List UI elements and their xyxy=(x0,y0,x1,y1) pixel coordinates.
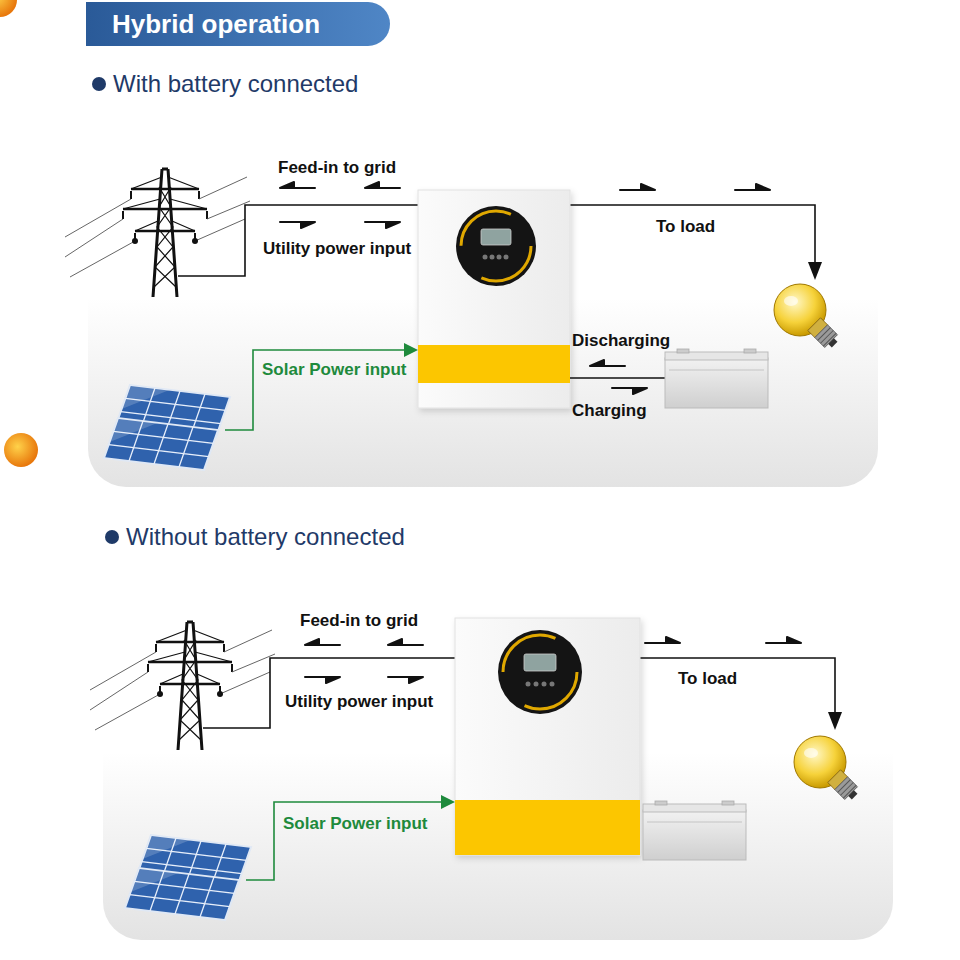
scene-without-battery xyxy=(4,433,861,920)
flow-arrow xyxy=(280,222,315,228)
arrowhead xyxy=(828,712,842,730)
bullet xyxy=(92,77,106,91)
flow-label: Utility power input xyxy=(263,239,411,259)
inverter xyxy=(455,618,640,855)
flow-arrow xyxy=(280,182,315,188)
light-bulb xyxy=(774,284,841,351)
flow-arrow xyxy=(365,182,400,188)
load-wire xyxy=(570,205,815,266)
grid-pylon xyxy=(65,169,250,297)
scene-with-battery xyxy=(0,0,841,470)
arrowhead xyxy=(808,262,822,280)
section-heading: Without battery connected xyxy=(126,523,405,551)
flow-arrow xyxy=(612,388,647,394)
flow-label: To load xyxy=(656,217,715,237)
solar-wire xyxy=(246,802,443,880)
flow-label: Discharging xyxy=(572,331,670,351)
flow-label: Solar Power input xyxy=(283,814,428,834)
flow-arrow xyxy=(766,637,801,643)
flow-arrow xyxy=(735,184,770,190)
flow-label: Charging xyxy=(572,401,647,421)
flow-arrow xyxy=(305,639,340,645)
flow-arrow xyxy=(620,184,655,190)
grid-wire xyxy=(203,658,455,728)
bullet xyxy=(105,530,119,544)
grid-pylon xyxy=(90,622,275,750)
arrowhead xyxy=(441,795,455,809)
flow-arrow xyxy=(365,222,400,228)
section-heading: With battery connected xyxy=(113,70,358,98)
arrowhead xyxy=(404,343,418,357)
title-banner xyxy=(86,2,390,46)
solar-panels xyxy=(4,433,251,920)
title-text: Hybrid operation xyxy=(112,9,320,39)
flow-arrow xyxy=(388,639,423,645)
load-wire xyxy=(640,658,835,716)
flow-label: Solar Power input xyxy=(262,360,407,380)
battery xyxy=(665,349,768,408)
light-bulb xyxy=(794,736,861,803)
battery-wire xyxy=(570,377,665,379)
flow-arrow xyxy=(305,677,340,683)
flow-label: Feed-in to grid xyxy=(300,611,418,631)
battery xyxy=(643,801,746,860)
inverter xyxy=(418,190,570,408)
flow-label: Feed-in to grid xyxy=(278,158,396,178)
grid-wire xyxy=(178,205,418,276)
flow-arrow xyxy=(388,677,423,683)
flow-label: Utility power input xyxy=(285,692,433,712)
flow-arrow xyxy=(590,360,625,366)
flow-arrow xyxy=(645,637,680,643)
flow-label: To load xyxy=(678,669,737,689)
solar-wire xyxy=(225,350,406,430)
